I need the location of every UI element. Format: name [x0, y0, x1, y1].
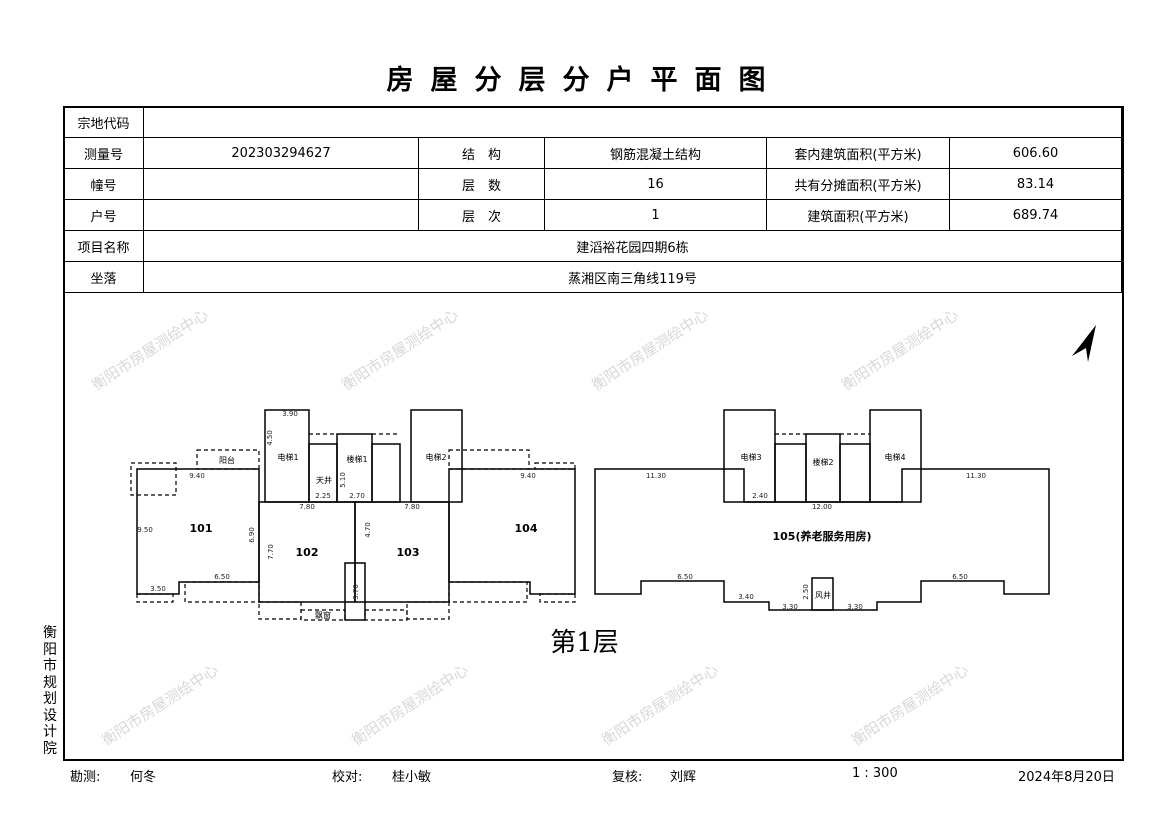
elevator-3-label: 电梯3: [740, 452, 761, 462]
elevator-4-label: 电梯4: [884, 452, 905, 462]
surveyor-value: 何冬: [130, 770, 157, 785]
wind-well-label: 风井: [815, 590, 831, 600]
room-label-103: 103: [397, 546, 420, 559]
elevator-4: [869, 409, 922, 503]
stair-1-label: 楼梯1: [346, 454, 367, 464]
dim-label: 11.30: [966, 472, 986, 480]
page-title: 房屋分层分户平面图: [386, 65, 783, 96]
balcony-101-bottom: [184, 581, 260, 603]
north-arrow-icon: [1072, 325, 1096, 362]
dim-label: 6.50: [952, 573, 968, 581]
wind-well: [811, 577, 834, 611]
dim-label: 12.00: [812, 503, 832, 511]
dim-label: 7.80: [299, 503, 315, 511]
dim-label: 3.50: [150, 585, 166, 593]
checker-label: 校对:: [332, 770, 363, 785]
shaft-3: [774, 443, 807, 503]
scale: 1 : 300: [852, 766, 898, 781]
dim-label-vertical: 4.70: [364, 522, 372, 538]
location-value: 蒸湘区南三角线119号: [143, 261, 1122, 293]
stair-2: [805, 433, 841, 503]
institute-name: 衡阳市规划设计院: [43, 625, 57, 757]
bay-window-104-top: [534, 462, 576, 470]
total-area-value: 689.74: [949, 199, 1122, 231]
inner-area-value: 606.60: [949, 137, 1122, 169]
reviewer-label: 复核:: [612, 770, 643, 785]
shaft-label: 天井: [316, 475, 332, 485]
dim-label-vertical: 2.50: [802, 584, 810, 600]
total-area-label: 建筑面积(平方米): [766, 199, 950, 231]
date: 2024年8月20日: [1018, 770, 1115, 785]
dim-label: 3.30: [782, 603, 798, 611]
surveyor-label: 勘测:: [70, 770, 101, 785]
bay-window-101: [136, 593, 174, 603]
dim-label: 9.40: [189, 472, 205, 480]
structure-label: 结 构: [418, 137, 545, 169]
shared-area-label: 共有分摊面积(平方米): [766, 168, 950, 200]
survey-no-label: 测量号: [63, 137, 144, 169]
dim-label: 3.30: [847, 603, 863, 611]
bay-window-102: [300, 609, 346, 621]
dim-label: 7.80: [404, 503, 420, 511]
corridor-gap: [344, 562, 366, 621]
balcony-103: [406, 601, 450, 620]
elevator-2-label: 电梯2: [425, 452, 446, 462]
dim-label-vertical: 5.10: [339, 472, 347, 488]
dim-label: 3.90: [282, 410, 298, 418]
dim-label: 9.50: [137, 526, 153, 534]
project-label: 项目名称: [63, 230, 144, 262]
shaft-2: [371, 443, 401, 503]
inner-area-label: 套内建筑面积(平方米): [766, 137, 950, 169]
bay-window-103: [364, 609, 408, 621]
dim-label: 6.50: [677, 573, 693, 581]
elevator-2: [410, 409, 463, 503]
balcony-102: [258, 601, 302, 620]
checker-value: 桂小敏: [392, 770, 432, 785]
dim-label: 11.30: [646, 472, 666, 480]
balcony-104-top: [448, 449, 530, 470]
balcony-101-top: [196, 449, 260, 470]
balcony-104-bottom: [448, 581, 528, 603]
dim-label-vertical: 7.70: [267, 544, 275, 560]
dim-label: 2.25: [315, 492, 331, 500]
room-label-101: 101: [190, 522, 213, 535]
dim-label-vertical: 4.50: [266, 430, 274, 446]
stair-2-label: 楼梯2: [812, 457, 833, 467]
room-label-105: 105(养老服务用房): [772, 529, 871, 543]
bay-window-label: 飘窗: [315, 610, 331, 620]
dim-label-vertical: 3.70: [352, 584, 360, 600]
dim-label-vertical: 6.90: [248, 527, 256, 543]
bay-window-104: [539, 593, 576, 603]
bay-window-101-top: [130, 462, 177, 496]
room-label-102: 102: [296, 546, 319, 559]
reviewer-value: 刘辉: [670, 770, 697, 785]
location-label: 坐落: [63, 261, 144, 293]
dim-label: 2.70: [349, 492, 365, 500]
balcony-label: 阳台: [219, 455, 235, 465]
dim-label: 9.40: [520, 472, 536, 480]
shaft-4: [839, 443, 871, 503]
room-label-104: 104: [515, 522, 538, 535]
unit-104-outline: [448, 468, 576, 595]
building-no-value: [143, 168, 419, 200]
unit-105-outline: [594, 468, 1050, 611]
dim-label: 6.50: [214, 573, 230, 581]
building-no-label: 幢号: [63, 168, 144, 200]
floors-value: 16: [544, 168, 767, 200]
shared-area-value: 83.14: [949, 168, 1122, 200]
floor-label: 第1层: [550, 628, 619, 658]
dim-label: 3.40: [738, 593, 754, 601]
dim-label: 2.40: [752, 492, 768, 500]
unit-no-label: 户号: [63, 199, 144, 231]
elevator-1-label: 电梯1: [277, 452, 298, 462]
